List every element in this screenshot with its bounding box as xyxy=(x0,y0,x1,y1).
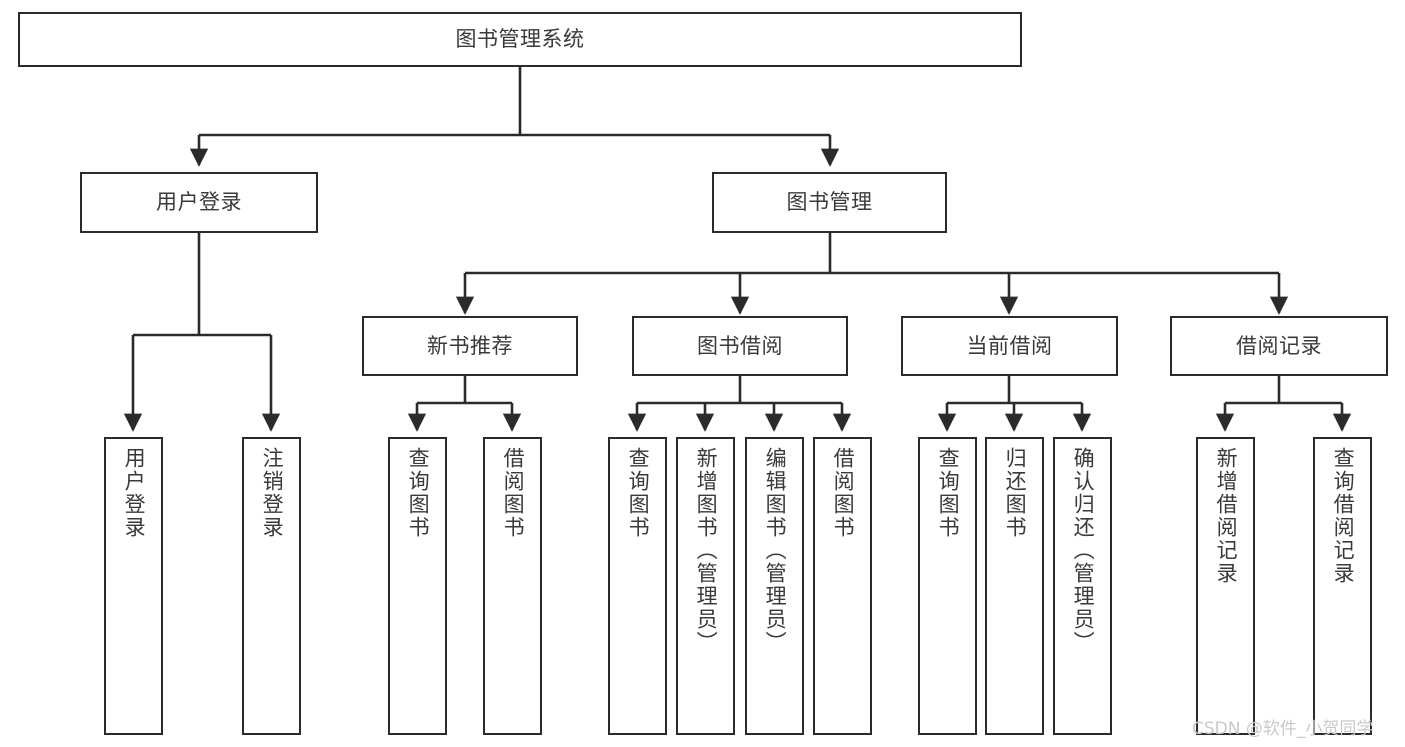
node-label: 查询图书 xyxy=(626,447,651,539)
leaf-logout[interactable]: 注销登录 xyxy=(242,437,301,735)
node-label: 新增图书（管理员） xyxy=(694,447,719,654)
node-label: 用户登录 xyxy=(156,190,242,215)
node-label: 借阅图书 xyxy=(501,447,526,539)
node-root-book-management-system[interactable]: 图书管理系统 xyxy=(18,12,1022,67)
node-new-book-recommend[interactable]: 新书推荐 xyxy=(362,316,578,376)
leaf-query-book-borrow[interactable]: 查询图书 xyxy=(608,437,667,735)
leaf-user-login[interactable]: 用户登录 xyxy=(104,437,163,735)
leaf-borrow-book-new-recommend[interactable]: 借阅图书 xyxy=(483,437,542,735)
node-label: 当前借阅 xyxy=(966,333,1053,358)
node-label: 归还图书 xyxy=(1003,447,1028,539)
node-label: 确认归还（管理员） xyxy=(1071,447,1096,654)
node-label: 图书借阅 xyxy=(697,333,783,358)
leaf-query-book-new-recommend[interactable]: 查询图书 xyxy=(388,437,447,735)
node-label: 新书推荐 xyxy=(427,333,513,358)
node-borrow-record[interactable]: 借阅记录 xyxy=(1170,316,1388,376)
node-label: 编辑图书（管理员） xyxy=(763,447,788,654)
node-label: 查询借阅记录 xyxy=(1331,447,1356,585)
node-label: 图书管理 xyxy=(786,190,873,215)
leaf-confirm-return-admin[interactable]: 确认归还（管理员） xyxy=(1053,437,1112,735)
node-label: 借阅记录 xyxy=(1236,333,1322,358)
leaf-add-book-admin[interactable]: 新增图书（管理员） xyxy=(676,437,735,735)
node-current-borrow[interactable]: 当前借阅 xyxy=(901,316,1118,376)
leaf-query-borrow-record[interactable]: 查询借阅记录 xyxy=(1313,437,1372,735)
node-book-borrow[interactable]: 图书借阅 xyxy=(632,316,848,376)
csdn-watermark: CSDN @软件_小贺同学 xyxy=(1192,719,1374,739)
leaf-edit-book-admin[interactable]: 编辑图书（管理员） xyxy=(745,437,804,735)
leaf-return-book[interactable]: 归还图书 xyxy=(985,437,1044,735)
node-user-login[interactable]: 用户登录 xyxy=(80,172,318,233)
node-label: 新增借阅记录 xyxy=(1214,447,1239,585)
node-label: 查询图书 xyxy=(936,447,961,539)
leaf-query-book-current[interactable]: 查询图书 xyxy=(918,437,977,735)
leaf-borrow-book[interactable]: 借阅图书 xyxy=(813,437,872,735)
node-label: 图书管理系统 xyxy=(455,27,585,52)
node-label: 借阅图书 xyxy=(831,447,856,539)
node-label: 注销登录 xyxy=(260,447,285,539)
node-label: 用户登录 xyxy=(122,447,147,539)
node-label: 查询图书 xyxy=(406,447,431,539)
node-book-management[interactable]: 图书管理 xyxy=(712,172,947,233)
leaf-add-borrow-record[interactable]: 新增借阅记录 xyxy=(1196,437,1255,735)
